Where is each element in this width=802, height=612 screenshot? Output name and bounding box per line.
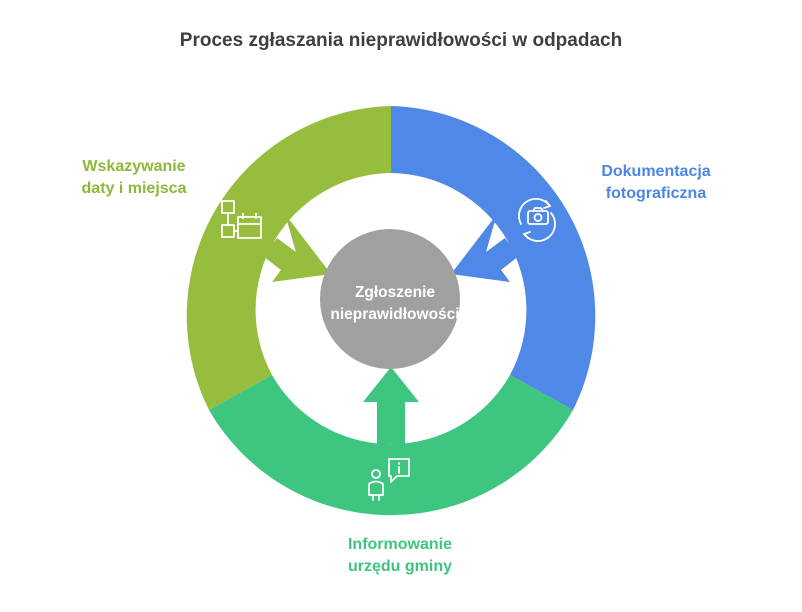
camera-icon xyxy=(518,198,556,242)
person-info-icon xyxy=(368,458,410,501)
label-photo-documentation-line1: Dokumentacja xyxy=(601,163,711,180)
label-photo-documentation-line2: fotograficzna xyxy=(605,185,707,202)
label-date-place: Wskazywanie daty i miejsca xyxy=(54,156,214,200)
center-label-line2: nieprawidłowości xyxy=(330,306,460,323)
label-date-place-line2: daty i miejsca xyxy=(81,180,187,197)
segment-date-place xyxy=(186,106,391,410)
center-label: Zgłoszenie nieprawidłowości xyxy=(310,282,480,326)
center-circle xyxy=(320,229,460,369)
arrow-from-photo-documentation xyxy=(451,214,519,282)
label-photo-documentation: Dokumentacja fotograficzna xyxy=(576,161,736,205)
segment-photo-documentation xyxy=(391,106,596,410)
calendar-icon xyxy=(221,200,262,239)
label-inform-office-line2: urzędu gminy xyxy=(347,558,452,575)
label-inform-office-line1: Informowanie xyxy=(347,536,452,553)
label-inform-office: Informowanie urzędu gminy xyxy=(310,534,490,578)
arrow-from-inform-office xyxy=(363,367,419,444)
arrow-from-date-place xyxy=(263,214,331,282)
center-label-line1: Zgłoszenie xyxy=(354,284,436,301)
segment-inform-office xyxy=(209,375,573,516)
page-title: Proces zgłaszania nieprawidłowości w odp… xyxy=(179,30,623,51)
label-date-place-line1: Wskazywanie xyxy=(82,158,186,175)
